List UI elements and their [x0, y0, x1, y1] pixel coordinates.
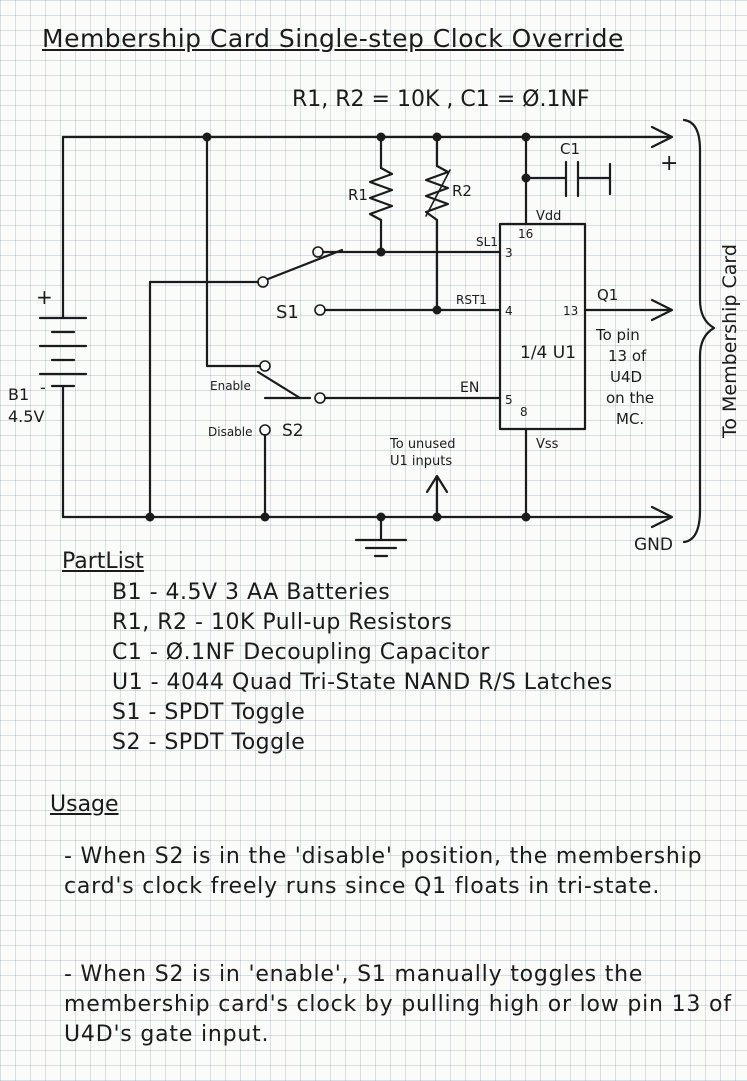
membership-card-bracket: [682, 118, 716, 544]
disable-label: Disable: [208, 425, 253, 439]
ground-rail-arrow: [650, 505, 674, 529]
vss-label: Vss: [536, 437, 559, 452]
usage-item-disable: - When S2 is in the 'disable' position, …: [64, 844, 703, 899]
r2-label: R2: [452, 182, 472, 200]
part-r1-r2: R1, R2 - 10K Pull-up Resistors: [112, 610, 453, 635]
unused-note-line-1: To unused: [389, 437, 456, 452]
component-values-note: R1, R2 = 10K , C1 = Ø.1NF: [292, 87, 590, 112]
c1-label: C1: [560, 140, 580, 158]
pin-3-label: 3: [505, 246, 513, 260]
schematic-diagram: R1, R2 = 10K , C1 = Ø.1NF + R1 R2 C1 Vdd…: [8, 87, 741, 558]
pin-5-label: 5: [505, 393, 513, 407]
q1-note-line-1: To pin: [595, 326, 640, 344]
positive-rail-arrow: [650, 125, 674, 149]
battery-name-label: B1: [8, 385, 29, 404]
resistor-r2: [424, 135, 451, 312]
gnd-label: GND: [634, 535, 673, 555]
part-s2: S2 - SPDT Toggle: [112, 730, 306, 755]
switch-s2: [256, 360, 326, 519]
resistor-r1: [368, 135, 394, 254]
en-label: EN: [460, 380, 479, 396]
battery-b1: [38, 135, 88, 519]
positive-rail-label: +: [660, 151, 678, 176]
q1-label: Q1: [597, 286, 618, 304]
junction-dots: [145, 132, 531, 522]
sl1-label: SL1: [476, 235, 498, 249]
pin-16-label: 16: [518, 227, 533, 241]
rst1-label: RST1: [456, 293, 487, 307]
pin-4-label: 4: [505, 304, 513, 318]
battery-voltage-label: 4.5V: [8, 407, 44, 426]
switch-s1: [257, 246, 344, 316]
q1-note-line-2: 13 of: [608, 347, 647, 365]
part-c1: C1 - Ø.1NF Decoupling Capacitor: [112, 640, 490, 665]
pin-8-label: 8: [520, 405, 528, 419]
to-membership-card-label: To Membership Card: [719, 244, 741, 439]
part-b1: B1 - 4.5V 3 AA Batteries: [112, 580, 391, 605]
enable-label: Enable: [210, 379, 251, 393]
q1-note-line-4: on the: [606, 389, 654, 407]
part-u1: U1 - 4044 Quad Tri-State NAND R/S Latche…: [112, 670, 613, 695]
s1-label: S1: [276, 302, 299, 323]
unused-note-line-2: U1 inputs: [390, 454, 452, 469]
usage-item-enable: - When S2 is in 'enable', S1 manually to…: [64, 962, 732, 1047]
part-s1: S1 - SPDT Toggle: [112, 700, 306, 725]
pin-13-label: 13: [563, 304, 578, 318]
page-title: Membership Card Single-step Clock Overri…: [42, 24, 624, 53]
q1-arrow: [650, 298, 674, 322]
ground-symbol: [354, 515, 408, 558]
usage-heading: Usage: [50, 792, 119, 817]
s2-label: S2: [282, 421, 304, 441]
chip-u1: [498, 222, 587, 431]
chip-label: 1/4 U1: [520, 343, 576, 363]
battery-minus-label: -: [40, 378, 46, 397]
q1-note-line-3: U4D: [610, 368, 642, 386]
q1-note-line-5: MC.: [616, 410, 644, 428]
r1-label: R1: [348, 186, 368, 204]
battery-plus-label: +: [36, 285, 53, 309]
parts-heading: PartList: [62, 549, 144, 574]
vdd-label: Vdd: [536, 209, 561, 224]
